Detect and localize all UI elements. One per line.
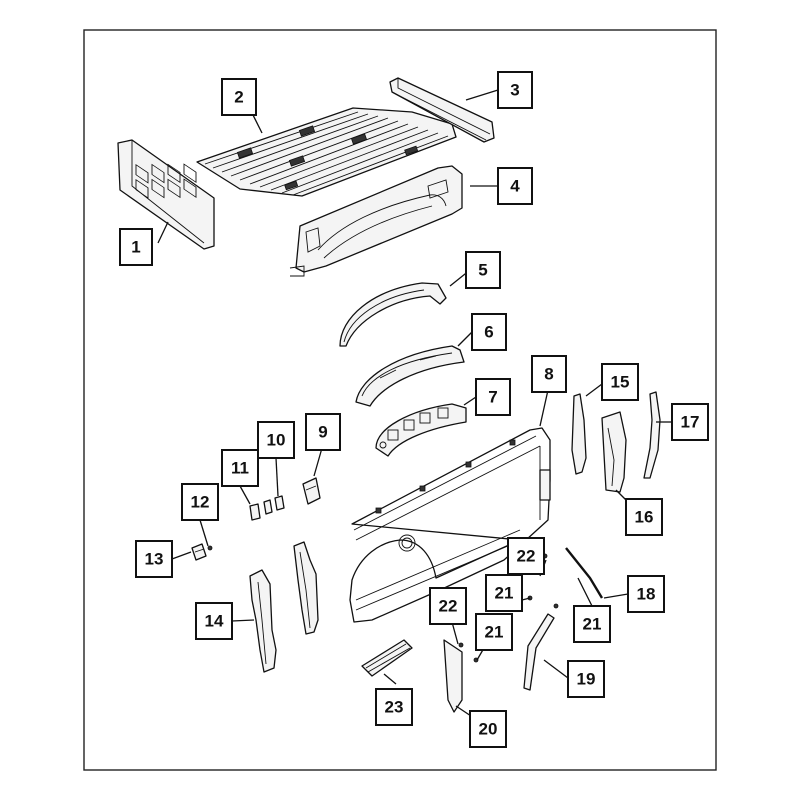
svg-text:22: 22 [439,597,458,616]
svg-text:21: 21 [495,584,514,603]
callout-18: 18 [627,575,665,613]
callout-14: 14 [195,602,233,640]
callout-4: 4 [497,167,533,205]
callout-13: 13 [135,540,173,578]
callout-16: 16 [625,498,663,536]
part-clip-11 [249,499,273,521]
part-seal-strip [565,547,604,599]
callout-20: 20 [469,710,507,748]
svg-text:21: 21 [583,615,602,634]
callout-5: 5 [465,251,501,289]
part-bracket-13 [191,543,207,561]
callout-17: 17 [671,403,709,441]
svg-text:2: 2 [234,88,243,107]
callout-22-b: 22 [429,587,467,625]
svg-text:4: 4 [510,177,520,196]
callout-3: 3 [497,71,533,109]
callout-21-a: 21 [485,574,523,612]
part-inner-pillar [293,541,319,635]
svg-text:20: 20 [479,720,498,739]
svg-text:19: 19 [577,670,596,689]
part-bed-floor [196,107,457,197]
part-clip-10 [274,495,285,511]
part-front-panel [117,139,215,250]
callout-1: 1 [119,228,153,266]
callout-10: 10 [257,421,295,459]
svg-text:13: 13 [145,550,164,569]
svg-text:6: 6 [484,323,493,342]
svg-text:8: 8 [544,365,553,384]
callout-15: 15 [601,363,639,401]
svg-text:17: 17 [681,413,700,432]
callout-19: 19 [567,660,605,698]
callout-6: 6 [471,313,507,351]
svg-text:21: 21 [485,623,504,642]
part-cross-sill [389,77,495,143]
callout-7: 7 [475,378,511,416]
part-inner-box-side [289,165,463,277]
callout-8: 8 [531,355,567,393]
svg-text:7: 7 [488,388,497,407]
svg-text:1: 1 [131,238,140,257]
svg-text:15: 15 [611,373,630,392]
callout-22-a: 22 [507,537,545,575]
svg-text:9: 9 [318,423,327,442]
part-rear-panel [601,411,627,493]
callout-21-b: 21 [573,605,611,643]
svg-text:5: 5 [478,261,487,280]
callout-2: 2 [221,78,257,116]
svg-text:10: 10 [267,431,286,450]
svg-text:16: 16 [635,508,654,527]
svg-text:11: 11 [231,459,249,478]
part-flap [443,639,463,713]
part-rear-corner [643,391,661,479]
callout-23: 23 [375,688,413,726]
callout-11: 11 [221,449,259,487]
callout-12: 12 [181,483,219,521]
part-bracket-9 [302,477,321,505]
part-fastener-12 [207,545,213,551]
svg-text:14: 14 [205,612,224,631]
callout-9: 9 [305,413,341,451]
diagram-frame [83,29,717,771]
svg-text:22: 22 [517,547,536,566]
part-wheelhouse-liner [355,345,465,407]
svg-text:3: 3 [510,81,519,100]
svg-text:23: 23 [385,698,404,717]
callout-21-c: 21 [475,613,513,651]
part-front-pillar [249,569,277,673]
part-rear-pillar [571,393,587,475]
part-wheelhouse [339,282,447,347]
part-side-molding [361,639,413,677]
svg-text:12: 12 [191,493,210,512]
part-wheelhouse-shield [375,403,467,457]
part-molding-strip [523,613,555,691]
svg-text:18: 18 [637,585,656,604]
